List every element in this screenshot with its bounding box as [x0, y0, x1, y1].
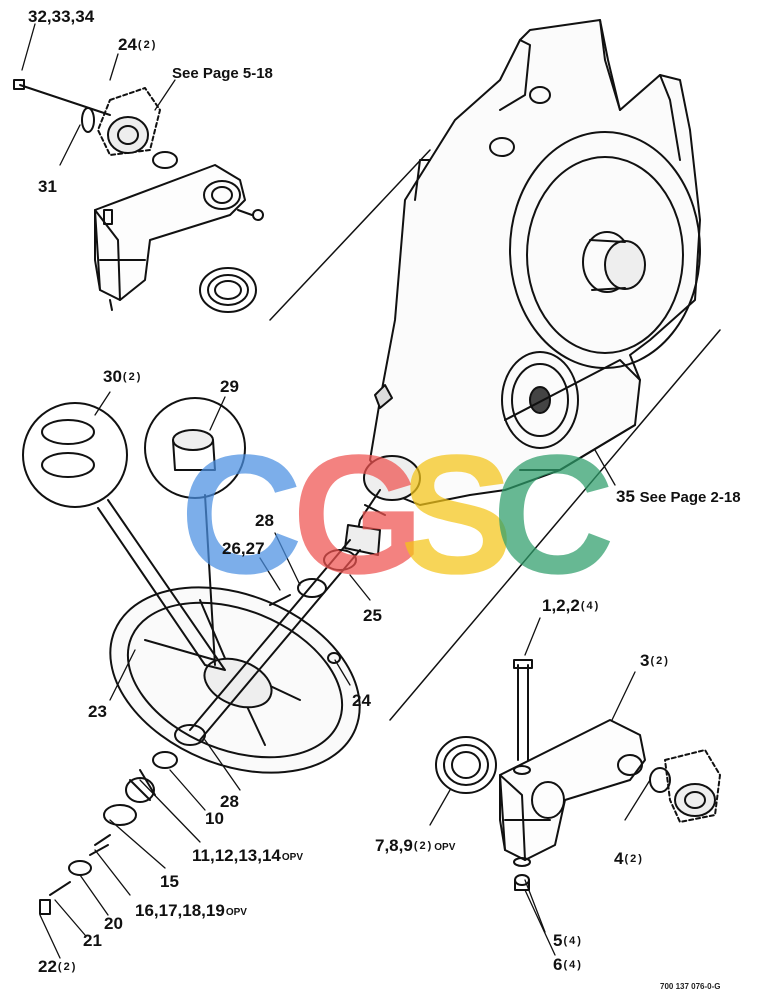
upper-arm-assembly — [13, 79, 264, 313]
watermark-letter-g: G — [292, 420, 425, 610]
label-1-2-2: 1,2,2(4) — [542, 596, 601, 615]
label-28-lower: 28 — [220, 792, 239, 811]
label-28-upper: 28 — [255, 511, 274, 530]
label-20: 20 — [104, 914, 123, 933]
leader-lines — [21, 23, 651, 959]
label-22: 22(2) — [38, 957, 78, 976]
label-4: 4(2) — [614, 849, 644, 868]
watermark-letter-s: S — [400, 420, 514, 610]
detail-circles — [22, 397, 246, 671]
label-35: 35 See Page 2-18 — [616, 487, 741, 506]
label-23: 23 — [88, 702, 107, 721]
label-32-33-34: 32,33,34 — [28, 7, 95, 26]
label-11-12-13-14: 11,12,13,14OPV — [192, 846, 303, 865]
watermark-letter-c1: C — [180, 420, 303, 610]
label-see-page-5-18: See Page 5-18 — [172, 65, 273, 82]
label-25: 25 — [363, 606, 382, 625]
label-6: 6(4) — [553, 955, 583, 974]
label-3: 3(2) — [640, 651, 670, 670]
label-7-8-9: 7,8,9(2)OPV — [375, 836, 456, 855]
lower-arm-assembly — [435, 659, 721, 891]
watermark-letter-c2: C — [492, 420, 615, 610]
label-5: 5(4) — [553, 931, 583, 950]
label-31: 31 — [38, 177, 57, 196]
label-29: 29 — [220, 377, 239, 396]
label-24-top: 24(2) — [118, 35, 158, 54]
label-10: 10 — [205, 809, 224, 828]
label-16-17-18-19: 16,17,18,19OPV — [135, 901, 247, 920]
label-30: 30(2) — [103, 367, 143, 386]
label-24-mid: 24 — [352, 691, 371, 710]
gearbox-housing — [344, 19, 701, 556]
flywheel-assembly — [39, 539, 361, 915]
document-id: 700 137 076-0-G — [660, 982, 721, 991]
label-21: 21 — [83, 931, 102, 950]
label-15: 15 — [160, 872, 179, 891]
label-26-27: 26,27 — [222, 539, 265, 558]
